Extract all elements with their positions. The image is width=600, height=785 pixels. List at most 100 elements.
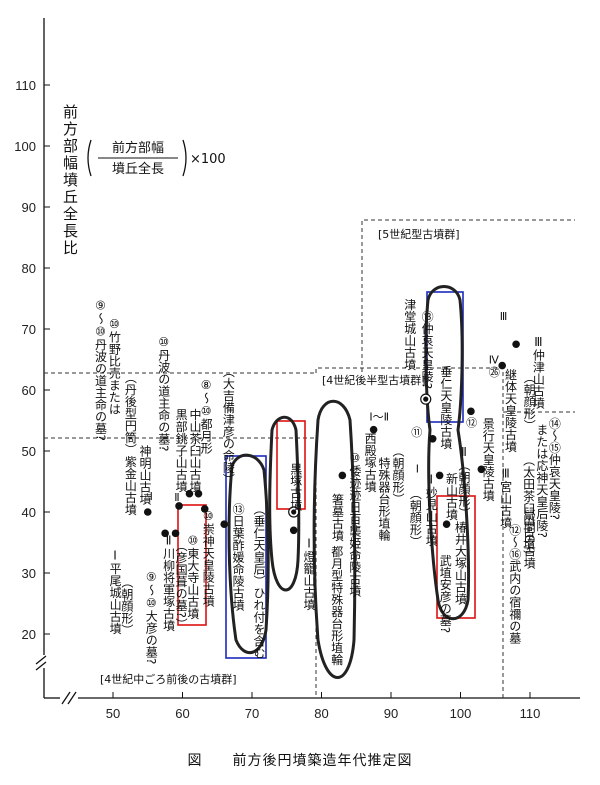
data-point-1 xyxy=(161,529,169,538)
annotation-label: Ⅲ xyxy=(500,310,508,323)
data-point-11 xyxy=(369,425,378,434)
annotation-label: Ⅱ（朝顔形） xyxy=(457,445,471,519)
group-label: [4世紀後半型古墳群] xyxy=(322,373,426,387)
y-axis-break xyxy=(35,655,47,671)
annotation-label: Ⅰ xyxy=(416,462,419,475)
annotation-label: 特殊器台形埴輪 xyxy=(377,456,391,541)
annotation-label: （朝顔形） xyxy=(120,576,134,636)
annotation-label: 中山茶臼山古墳 xyxy=(188,407,202,493)
annotation-label: （朝顔形） xyxy=(408,488,422,548)
annotation-label: ⑫ xyxy=(466,417,477,430)
y-tick-label: 40 xyxy=(22,505,36,520)
annotation-label: 神明山古墳 xyxy=(138,444,152,505)
x-tick-label: 80 xyxy=(314,706,328,721)
annotation-label: ⑩倭迹迹日百襲姫命陵古墳 xyxy=(348,451,362,598)
formula-multiplier: ×100 xyxy=(190,152,226,167)
annotation-label: Ⅰ xyxy=(150,490,153,503)
black-loop-kurozuka xyxy=(268,415,301,592)
point-labels: ⑨〜⑩丹波の道主命の墓?⑩竹野比売または（丹後型円筒）紫金山古墳 ⑩丹波の道主命の… xyxy=(93,298,561,665)
annotation-label: 疑問の古墳 xyxy=(522,508,536,570)
data-point-0 xyxy=(143,508,152,516)
annotation-label: （朝顔形） xyxy=(522,372,536,432)
annotation-label: Ⅰ平尾城山古墳 xyxy=(108,549,122,636)
annotation-label: （太田茶臼山古墳） xyxy=(522,454,536,562)
group-box-late4c xyxy=(315,367,504,698)
x-tick-label: 110 xyxy=(520,706,541,721)
annotation-label: ⑬日葉酢媛命陵古墳 xyxy=(231,502,245,611)
group-box-5c xyxy=(361,219,575,372)
annotation-label: 津堂城山古墳 xyxy=(403,298,417,371)
data-point-18 xyxy=(512,340,520,349)
data-point-6 xyxy=(200,505,209,513)
x-tick-label: 90 xyxy=(384,706,398,721)
y-tick-label: 100 xyxy=(14,139,36,154)
annotation-label: ⑩竹野比売または xyxy=(107,317,121,415)
annotation-label: ⑨〜⑩丹波の道主命の墓? xyxy=(93,299,107,441)
annotation-label: ⑩崇神天皇陵古墳 xyxy=(201,509,215,608)
annotation-label: （彦国葺の墓?） xyxy=(174,539,188,629)
y-tick-label: 70 xyxy=(22,322,36,337)
annotation-label: Ⅱ xyxy=(174,491,179,504)
group-label: [4世紀中ごろ前後の古墳群] xyxy=(100,672,237,686)
annotation-label: Ⅰ燈籠山古墳 xyxy=(302,536,316,611)
group-boxes: [4世紀中ごろ前後の古墳群] [4世紀後半型古墳群] [5世紀型古墳群] xyxy=(44,219,575,698)
y-tick-label: 60 xyxy=(22,383,36,398)
formula-paren-right xyxy=(182,139,187,177)
x-tick-label: 70 xyxy=(245,706,259,721)
annotation-label: Ⅱ川柳将軍塚古墳 xyxy=(162,533,176,632)
annotation-label: Ⅲ宮山古墳 xyxy=(499,466,513,529)
annotation-label: 箸墓古墳 xyxy=(330,492,344,542)
data-point-15 xyxy=(442,520,451,528)
ratio-formula: 前方部幅墳丘全長×100 xyxy=(87,139,226,177)
annotation-label: または応神天皇后陵? xyxy=(535,423,549,538)
data-point-7 xyxy=(220,520,228,528)
y-tick-label: 110 xyxy=(15,78,36,93)
group-label: [5世紀型古墳群] xyxy=(378,227,460,241)
annotation-label: ⑨〜⑩大彦の墓? xyxy=(144,570,158,664)
data-point-14 xyxy=(435,471,444,480)
figure-caption: 図 前方後円墳築造年代推定図 xyxy=(187,753,413,769)
black-loop-hibasuhime xyxy=(227,453,270,655)
annotation-label: ⑩丹波の道主命の墓? xyxy=(157,335,171,451)
annotation-label: 都月型特殊器台形埴輪 xyxy=(330,545,344,665)
formula-paren-left xyxy=(87,139,92,177)
annotation-label: （垂仁天皇后）ひれ付を含む xyxy=(252,503,266,659)
data-point-13 xyxy=(428,435,437,443)
black-loop-hashihaka xyxy=(312,399,357,679)
data-point-4 xyxy=(185,489,194,498)
annotation-label: （丹後型円筒）紫金山古墳 xyxy=(123,372,137,517)
annotation-label: 西殿塚古墳 xyxy=(363,433,377,494)
annotation-label: ⑪ xyxy=(411,426,422,439)
annotation-label: Ⅲ仲津山古墳 xyxy=(531,335,545,410)
annotation-label: 椿井大塚山古墳 xyxy=(454,521,468,606)
x-tick-label: 60 xyxy=(175,706,189,721)
y-tick-label: 80 xyxy=(22,261,36,276)
highlight-loops xyxy=(177,285,476,679)
data-point-17 xyxy=(477,465,486,474)
black-loop-suinin xyxy=(424,285,470,621)
annotation-label: 継体天皇陵古墳 xyxy=(504,367,518,453)
data-point-16 xyxy=(467,407,475,416)
red-box-higashidaiji xyxy=(177,504,207,626)
annotation-label: 垂仁天皇陵古墳 xyxy=(439,365,453,450)
annotation-label: 新山古墳 xyxy=(444,471,458,521)
annotation-label: （朝顔形） xyxy=(391,445,405,505)
x-axis-break xyxy=(61,691,77,705)
data-point-5 xyxy=(194,489,203,498)
data-point-core xyxy=(291,509,297,515)
annotation-label: ⑧〜⑩都月形 xyxy=(199,378,213,455)
annotation-label: 武埴安彦の墓? xyxy=(438,554,452,633)
y-axis-title: 前方部幅墳丘全長比 xyxy=(61,104,79,257)
annotation-label: 黒塚古墳 xyxy=(289,463,303,512)
x-tick-label: 50 xyxy=(106,706,120,721)
data-point-3 xyxy=(175,502,183,510)
x-tick-label: 100 xyxy=(450,706,472,721)
data-point-12 xyxy=(420,393,432,405)
y-tick-label: 90 xyxy=(22,200,36,215)
y-tick-label: 20 xyxy=(22,627,36,642)
annotation-label: Ⅰ〜Ⅱ xyxy=(369,411,389,424)
data-point-core xyxy=(423,396,429,402)
annotation-label: （大吉備津彦の命陵） xyxy=(221,366,235,486)
